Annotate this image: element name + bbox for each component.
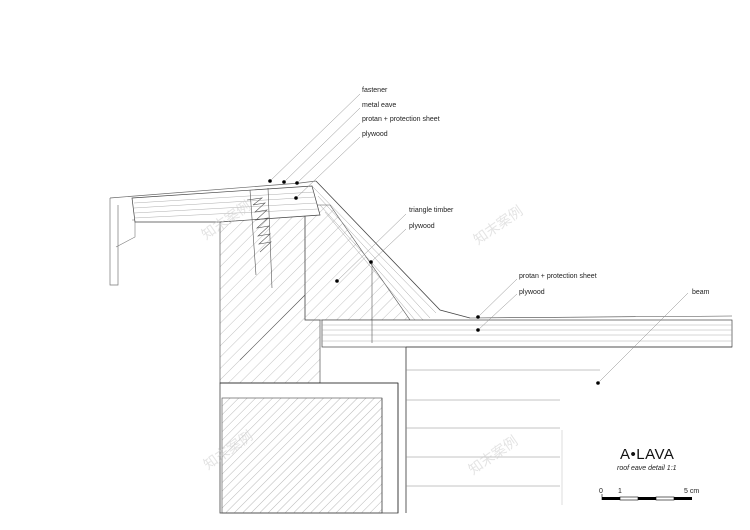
scale-bar — [601, 494, 692, 501]
drawing-subtitle: roof eave detail 1:1 — [617, 465, 677, 472]
fasteners — [239, 187, 373, 361]
label-protan-sheet-right: protan + protection sheet — [519, 273, 597, 280]
wall-timber-section — [219, 204, 411, 514]
label-triangle-timber: triangle timber — [409, 207, 454, 214]
eave-plywood-layers — [131, 185, 321, 223]
scale-label-zero: 0 — [599, 488, 603, 495]
scale-label-one: 1 — [618, 488, 622, 495]
label-protan-sheet-top: protan + protection sheet — [362, 116, 440, 123]
brand-logo: A•LAVA — [620, 446, 675, 463]
label-beam: beam — [692, 289, 710, 296]
beam — [406, 346, 732, 487]
scale-label-five: 5 cm — [684, 488, 700, 495]
label-plywood-right: plywood — [519, 289, 545, 296]
label-metal-eave: metal eave — [362, 102, 397, 109]
label-fastener: fastener — [362, 87, 388, 94]
metal-eave-fascia — [109, 180, 317, 286]
sloped-roof-layers — [311, 180, 471, 321]
leader-lines — [269, 93, 689, 384]
label-plywood-top: plywood — [362, 131, 388, 138]
roof-plywood-layers — [321, 315, 733, 348]
leader-dots — [268, 179, 600, 385]
label-plywood-mid: plywood — [409, 223, 435, 230]
